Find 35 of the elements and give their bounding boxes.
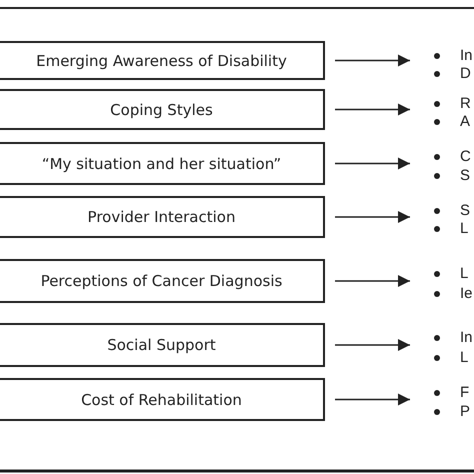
arrow <box>335 394 410 406</box>
box-label: Perceptions of Cancer Diagnosis <box>40 272 282 290</box>
list-item: C <box>460 148 471 166</box>
process-box <box>0 41 325 80</box>
list-item: In <box>460 47 473 65</box>
box-label: Provider Interaction <box>88 208 236 226</box>
process-box <box>0 142 325 185</box>
list-item: L <box>460 265 468 283</box>
list-item: S <box>460 167 470 185</box>
list-item: S <box>460 202 470 220</box>
list-item: In <box>460 329 473 347</box>
arrow <box>335 211 410 223</box>
list-item: A <box>460 113 470 131</box>
arrow <box>335 339 410 351</box>
list-item: L <box>460 349 468 367</box>
process-box <box>0 259 325 303</box>
list-item: P <box>460 403 470 421</box>
process-box <box>0 196 325 238</box>
box-label: Coping Styles <box>110 100 213 118</box>
arrow <box>335 104 410 116</box>
arrow <box>335 158 410 170</box>
list-item: F <box>460 384 470 402</box>
box-label: Social Support <box>107 336 216 354</box>
arrow <box>335 54 410 66</box>
box-label: Cost of Rehabilitation <box>81 390 242 408</box>
arrow <box>335 275 410 287</box>
list-item: Ie <box>460 285 473 303</box>
box-label: Emerging Awareness of Disability <box>36 52 287 70</box>
box-label: “My situation and her situation” <box>42 154 282 172</box>
process-box <box>0 323 325 367</box>
list-item: D <box>460 65 471 83</box>
process-box <box>0 378 325 421</box>
process-box <box>0 89 325 130</box>
list-item: L <box>460 220 468 238</box>
list-item: R <box>460 95 471 113</box>
